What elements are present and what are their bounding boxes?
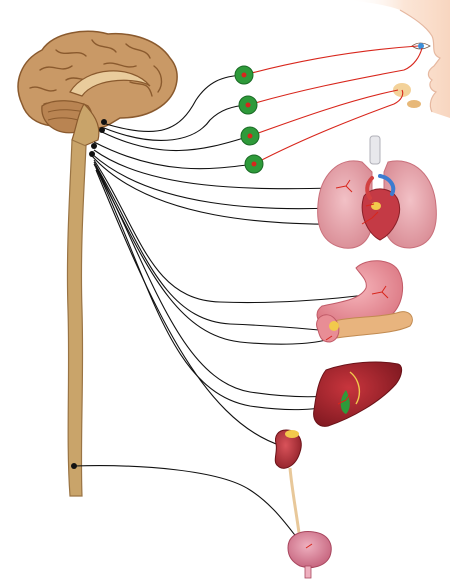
ganglion	[241, 127, 259, 145]
postganglionic-nerves-head	[244, 46, 422, 164]
brain	[18, 31, 177, 132]
ganglion	[239, 96, 257, 114]
ureter	[290, 468, 300, 540]
spinal-cord	[67, 140, 86, 496]
kidney	[275, 430, 301, 468]
liver	[314, 362, 402, 426]
ganglia	[235, 66, 263, 173]
bladder	[288, 532, 331, 578]
ganglion	[245, 155, 263, 173]
ganglion	[235, 66, 253, 84]
salivary-gland	[393, 83, 421, 108]
